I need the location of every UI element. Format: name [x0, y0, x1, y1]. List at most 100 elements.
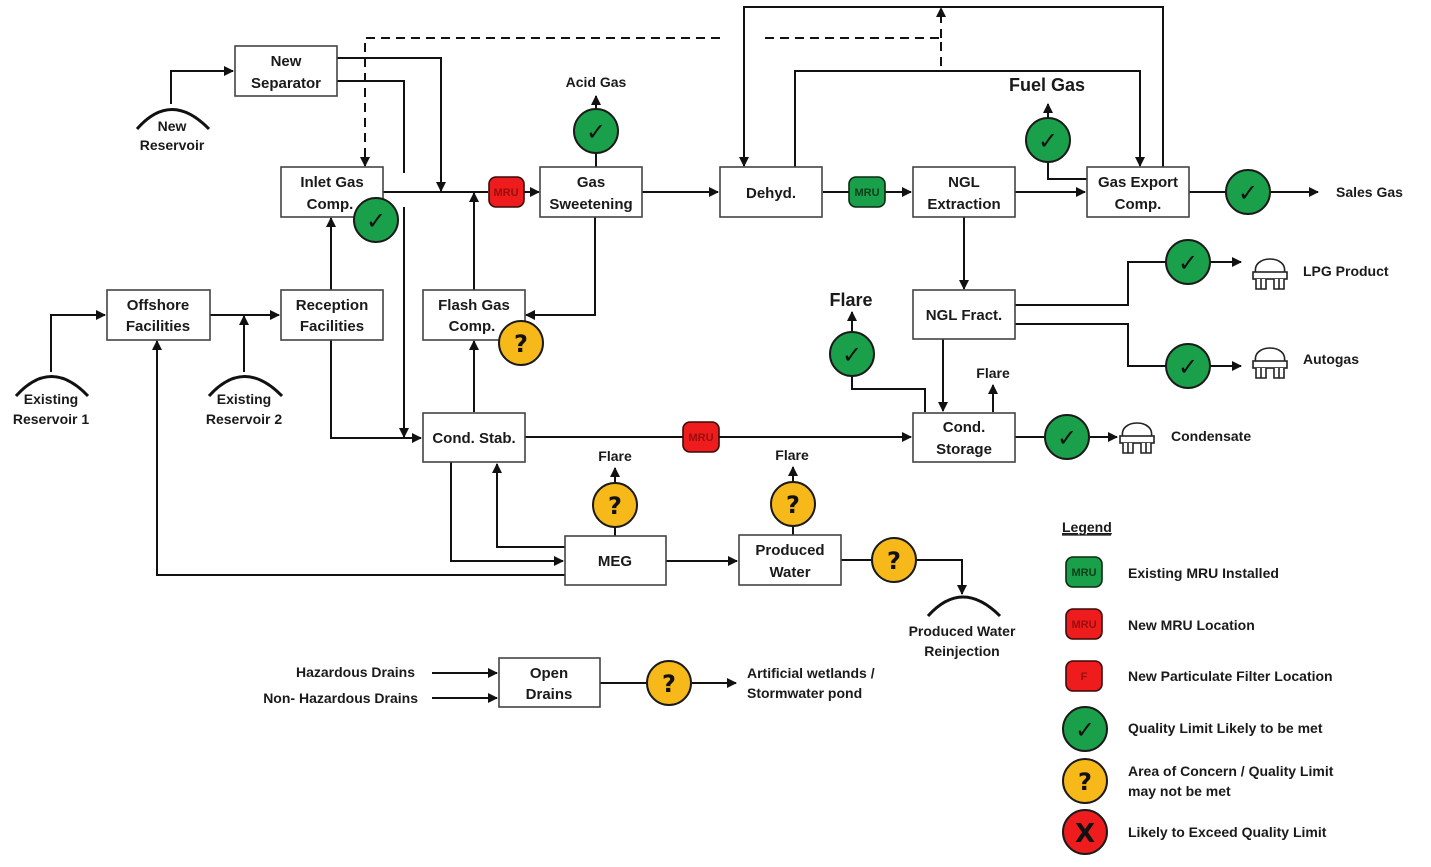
- line-fract-to-lpg: [1015, 261, 1166, 306]
- question-icon: ?: [514, 330, 528, 358]
- unit-reception-facilities[interactable]: Reception Facilities: [280, 289, 384, 341]
- indicator-lpg-product: ✓: [1165, 239, 1211, 285]
- unit-label: Gas Export: [1098, 174, 1178, 191]
- unit-label: Storage: [936, 441, 992, 458]
- unit-cond-stab[interactable]: Cond. Stab.: [422, 412, 526, 463]
- stream-label-non-hazardous-drains: Non- Hazardous Drains: [263, 690, 418, 706]
- reservoir-existing-2-label-1: Existing: [217, 391, 271, 407]
- stream-label-flare-produced-water: Flare: [775, 447, 809, 463]
- tank-autogas-icon: [1252, 347, 1288, 379]
- line-dehyd-to-export-loop: [794, 70, 1145, 167]
- stream-label-acid-gas: Acid Gas: [566, 74, 627, 90]
- unit-label: Inlet Gas: [300, 174, 363, 191]
- stream-label-wetlands-1: Artificial wetlands /: [747, 665, 875, 681]
- unit-label: Cond. Stab.: [432, 430, 515, 447]
- line-separator-gas: [337, 57, 446, 192]
- stream-label-sales-gas: Sales Gas: [1336, 184, 1403, 200]
- check-icon: ✓: [1178, 249, 1198, 277]
- legend-symbol-new-mru: MRU: [1065, 608, 1103, 640]
- dashed-recycle-line-left: [360, 37, 720, 167]
- legend-text-warn-2: may not be met: [1128, 783, 1231, 799]
- reservoir-new: New Reservoir: [135, 108, 211, 153]
- line-separator-liquid: [337, 80, 405, 173]
- unit-label: Facilities: [126, 318, 190, 335]
- question-icon: ?: [1078, 768, 1092, 796]
- legend-symbol-ok: ✓: [1062, 706, 1108, 752]
- unit-gas-sweetening[interactable]: Gas Sweetening: [539, 166, 643, 218]
- mru-label: MRU: [1071, 567, 1096, 579]
- legend-text-existing-mru: Existing MRU Installed: [1128, 565, 1279, 581]
- mru-label: MRU: [688, 432, 713, 444]
- stream-label-flare-storage: Flare: [976, 365, 1010, 381]
- question-icon: ?: [786, 491, 800, 519]
- unit-offshore-facilities[interactable]: Offshore Facilities: [106, 289, 211, 341]
- legend-title: Legend: [1062, 519, 1112, 535]
- unit-gas-export-comp[interactable]: Gas Export Comp.: [1086, 166, 1190, 218]
- unit-label: Water: [769, 564, 810, 581]
- legend-text-new-filter: New Particulate Filter Location: [1128, 668, 1333, 684]
- reservoir-existing-1: Existing Reservoir 1: [13, 375, 89, 427]
- unit-label: Open: [530, 665, 568, 682]
- stream-label-flare-meg: Flare: [598, 448, 632, 464]
- unit-dehyd[interactable]: Dehyd.: [719, 166, 823, 218]
- unit-cond-storage[interactable]: Cond. Storage: [912, 412, 1016, 463]
- legend-text-bad: Likely to Exceed Quality Limit: [1128, 824, 1327, 840]
- cross-icon: X: [1075, 819, 1095, 849]
- mru-new-inlet: MRU: [488, 176, 525, 208]
- indicator-flare-ngl: ✓: [829, 331, 875, 377]
- check-icon: ✓: [1238, 179, 1258, 207]
- indicator-meg-flare: ?: [592, 482, 638, 528]
- legend-text-ok: Quality Limit Likely to be met: [1128, 720, 1323, 736]
- unit-meg[interactable]: MEG: [564, 535, 667, 586]
- legend-symbol-new-filter: F: [1065, 660, 1103, 692]
- unit-label: MEG: [598, 553, 632, 570]
- reservoir-existing-1-label-2: Reservoir 1: [13, 411, 89, 427]
- legend-symbol-bad: X: [1062, 809, 1108, 855]
- mru-label: MRU: [1071, 619, 1096, 631]
- question-icon: ?: [887, 547, 901, 575]
- line-fract-to-autogas: [1015, 323, 1166, 367]
- indicator-acid-gas: ✓: [573, 108, 619, 154]
- unit-new-separator[interactable]: New Separator: [234, 45, 338, 97]
- line-meg-to-stab: [492, 463, 565, 548]
- flow-lines: [50, 6, 1319, 703]
- stream-label-autogas: Autogas: [1303, 351, 1359, 367]
- line-meg-to-offshore: [152, 340, 565, 576]
- stream-label-condensate: Condensate: [1171, 428, 1251, 444]
- line-reception-to-stab: [330, 339, 422, 443]
- stream-label-wetlands-2: Stormwater pond: [747, 685, 862, 701]
- indicator-flash-gas-comp: ?: [498, 320, 544, 366]
- check-icon: ✓: [1057, 424, 1077, 452]
- line-sweetening-to-flash: [525, 217, 596, 320]
- unit-ngl-fract[interactable]: NGL Fract.: [912, 289, 1016, 340]
- unit-label: Comp.: [449, 318, 496, 335]
- check-icon: ✓: [1038, 127, 1058, 155]
- unit-ngl-extraction[interactable]: NGL Extraction: [912, 166, 1016, 218]
- legend: Legend MRU Existing MRU Installed MRU Ne…: [1062, 519, 1334, 855]
- check-icon: ✓: [586, 118, 606, 146]
- indicator-produced-water-reinjection: ?: [871, 537, 917, 583]
- indicator-condensate: ✓: [1044, 414, 1090, 460]
- check-icon: ✓: [1178, 353, 1198, 381]
- stream-label-hazardous-drains: Hazardous Drains: [296, 664, 415, 680]
- unit-label: New: [271, 53, 302, 70]
- question-icon: ?: [662, 670, 676, 698]
- line-pw-to-reinjection: [917, 559, 967, 595]
- indicator-open-drains: ?: [646, 660, 692, 706]
- line-res1-to-offshore: [50, 310, 106, 372]
- stream-label-lpg-product: LPG Product: [1303, 263, 1389, 279]
- legend-symbol-existing-mru: MRU: [1065, 556, 1103, 588]
- stream-label-flare-ngl: Flare: [829, 290, 872, 310]
- line-storage-to-flare-indicator: [851, 377, 926, 412]
- indicator-produced-water-flare: ?: [770, 481, 816, 527]
- unit-produced-water[interactable]: Produced Water: [738, 534, 842, 586]
- check-icon: ✓: [842, 341, 862, 369]
- indicator-fuel-gas: ✓: [1025, 117, 1071, 163]
- mru-label: MRU: [854, 187, 879, 199]
- reservoir-existing-2-label-2: Reservoir 2: [206, 411, 282, 427]
- unit-label: Drains: [526, 686, 573, 703]
- filter-label: F: [1081, 671, 1088, 683]
- unit-open-drains[interactable]: Open Drains: [498, 657, 601, 708]
- unit-label: NGL Fract.: [926, 307, 1002, 324]
